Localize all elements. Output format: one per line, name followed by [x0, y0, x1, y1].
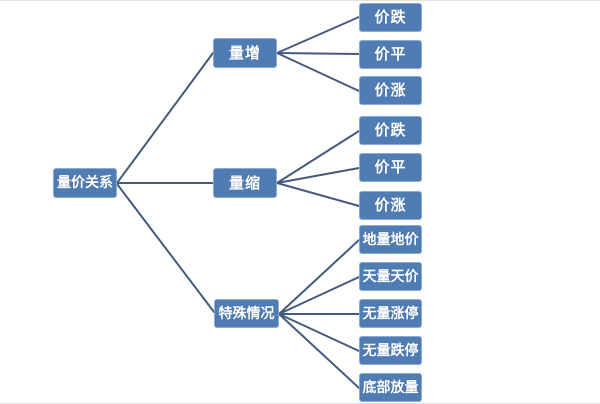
node-price-down-1: 价跌 [359, 3, 422, 32]
node-volume-price-relation: 量价关系 [53, 168, 117, 198]
node-special-cases: 特殊情况 [214, 299, 279, 328]
frame-border-top [0, 0, 600, 1]
node-price-flat-1: 价平 [359, 40, 422, 69]
node-price-up-1: 价涨 [359, 76, 422, 105]
node-volume-up: 量增 [213, 38, 277, 68]
node-no-volume-limit-down: 无量跌停 [359, 336, 422, 365]
node-no-volume-limit-up: 无量涨停 [359, 299, 422, 328]
node-sky-volume-sky-price: 天量天价 [359, 262, 422, 291]
node-ground-volume-ground-price: 地量地价 [359, 225, 422, 254]
node-price-down-2: 价跌 [359, 116, 422, 145]
node-volume-down: 量缩 [213, 168, 277, 198]
node-price-up-2: 价涨 [359, 191, 422, 220]
node-bottom-volume-surge: 底部放量 [359, 373, 422, 402]
node-price-flat-2: 价平 [359, 153, 422, 182]
